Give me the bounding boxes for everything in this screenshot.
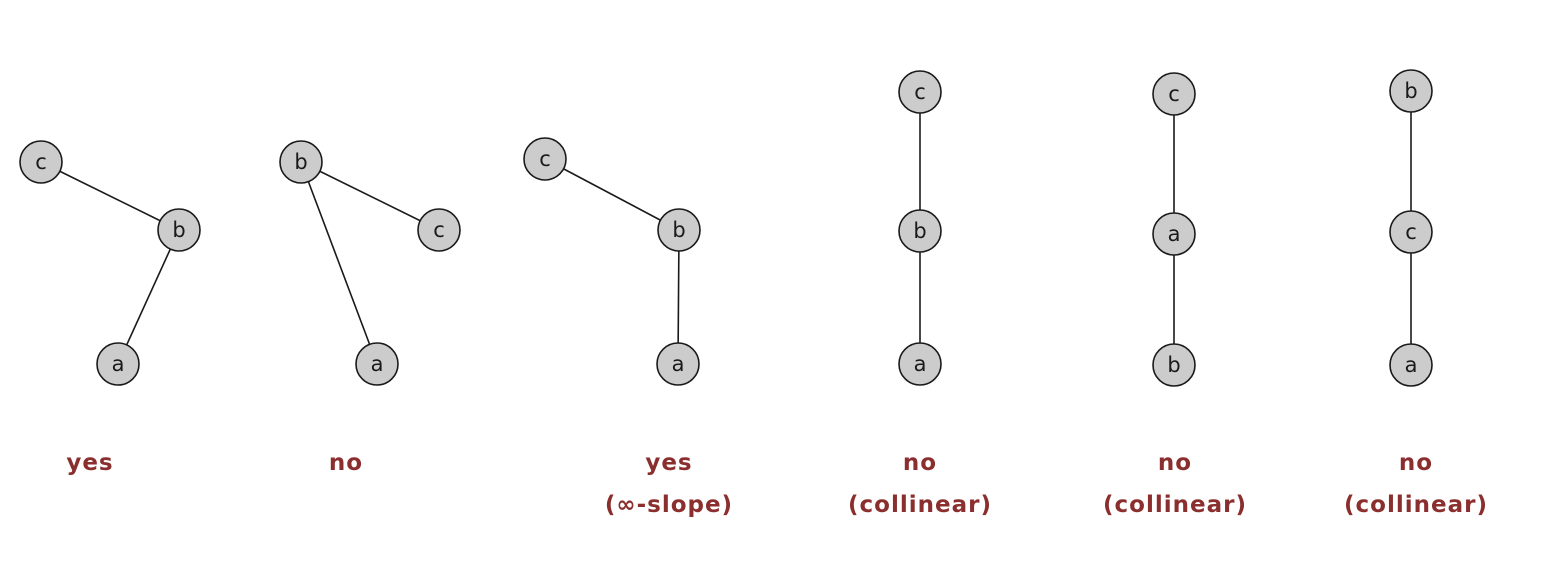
svg-text:b: b — [672, 218, 685, 242]
svg-text:b: b — [913, 219, 926, 243]
verdict-label: no — [329, 450, 363, 476]
verdict-note: (∞-slope) — [605, 492, 733, 518]
svg-text:b: b — [294, 150, 307, 174]
node-b: b — [657, 208, 701, 252]
verdict-label: no — [903, 450, 937, 476]
svg-text:c: c — [539, 147, 551, 171]
diagram-config-4: c b a no (collinear) — [848, 70, 992, 518]
svg-text:b: b — [1167, 353, 1180, 377]
diagram-config-3: c b a yes (∞-slope) — [523, 137, 733, 518]
verdict-note: (collinear) — [1103, 492, 1247, 518]
node-c: c — [523, 137, 567, 181]
node-b: b — [279, 140, 323, 184]
svg-text:a: a — [1405, 353, 1418, 377]
verdict-label: yes — [645, 450, 692, 476]
node-a: a — [1389, 343, 1433, 387]
edge-b-a — [677, 229, 680, 365]
node-a: a — [355, 342, 399, 386]
node-b: b — [1389, 69, 1433, 113]
edge-b-a — [117, 229, 180, 365]
edge-c-b — [40, 161, 180, 231]
node-b: b — [157, 208, 201, 252]
verdict-note: (collinear) — [1344, 492, 1488, 518]
node-c: c — [898, 70, 942, 114]
diagram-config-2: b c a no — [279, 140, 461, 476]
node-a: a — [656, 342, 700, 386]
svg-text:c: c — [914, 80, 926, 104]
svg-text:c: c — [35, 150, 47, 174]
svg-text:a: a — [112, 352, 125, 376]
diagram-config-5: c a b no (collinear) — [1103, 72, 1247, 518]
node-a: a — [1152, 212, 1196, 256]
node-c: c — [1152, 72, 1196, 116]
verdict-label: no — [1158, 450, 1192, 476]
node-c: c — [19, 140, 63, 184]
diagram-config-6: b c a no (collinear) — [1344, 69, 1488, 518]
svg-text:c: c — [1168, 82, 1180, 106]
verdict-note: (collinear) — [848, 492, 992, 518]
svg-text:a: a — [672, 352, 685, 376]
svg-text:b: b — [1404, 79, 1417, 103]
svg-text:a: a — [1168, 222, 1181, 246]
edge-b-a — [300, 161, 378, 365]
verdict-label: yes — [66, 450, 113, 476]
edge-b-c — [300, 161, 440, 231]
svg-text:c: c — [1405, 220, 1417, 244]
svg-text:a: a — [914, 352, 927, 376]
node-b: b — [1152, 343, 1196, 387]
node-b: b — [898, 209, 942, 253]
svg-text:a: a — [371, 352, 384, 376]
node-a: a — [898, 342, 942, 386]
diagram-config-1: c b a yes — [19, 140, 201, 476]
edge-c-b — [544, 158, 680, 231]
node-c: c — [1389, 210, 1433, 254]
node-a: a — [96, 342, 140, 386]
verdict-label: no — [1399, 450, 1433, 476]
svg-text:b: b — [172, 218, 185, 242]
svg-text:c: c — [433, 218, 445, 242]
node-c: c — [417, 208, 461, 252]
